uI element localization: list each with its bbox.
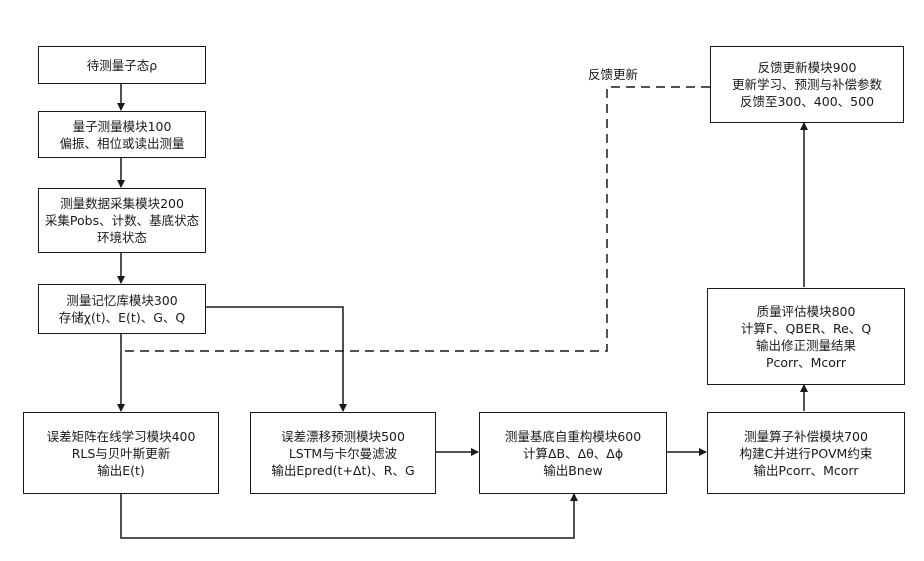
node-200-data-acquisition: 测量数据采集模块200 采集Pobs、计数、基底状态 环境状态	[38, 188, 206, 253]
node-600-line-1: 测量基底自重构模块600	[505, 428, 641, 445]
node-500-line-2: LSTM与卡尔曼滤波	[289, 445, 397, 462]
node-900-line-2: 更新学习、预测与补偿参数	[732, 76, 882, 93]
node-800-quality-evaluation: 质量评估模块800 计算F、QBER、Re、Q 输出修正测量结果 Pcorr、M…	[707, 288, 905, 385]
node-900-feedback-update: 反馈更新模块900 更新学习、预测与补偿参数 反馈至300、400、500	[710, 46, 904, 123]
node-700-operator-compensation: 测量算子补偿模块700 构建C并进行POVM约束 输出Pcorr、Mcorr	[707, 412, 905, 494]
node-800-line-4: Pcorr、Mcorr	[766, 354, 846, 371]
node-200-line-1: 测量数据采集模块200	[60, 195, 184, 212]
node-700-line-2: 构建C并进行POVM约束	[740, 445, 873, 462]
feedback-dashed-line	[121, 87, 710, 351]
node-200-line-2: 采集Pobs、计数、基底状态	[45, 212, 199, 229]
node-quantum-state: 待测量子态ρ	[38, 46, 206, 84]
node-500-line-1: 误差漂移预测模块500	[281, 428, 405, 445]
feedback-update-label: 反馈更新	[588, 64, 638, 83]
node-600-line-2: 计算ΔB、Δθ、Δϕ	[523, 445, 623, 462]
node-500-line-3: 输出Epred(t+Δt)、R、G	[271, 462, 414, 479]
node-100-quantum-measurement: 量子测量模块100 偏振、相位或读出测量	[38, 111, 206, 158]
node-state-line-1: 待测量子态ρ	[87, 57, 157, 74]
node-500-drift-prediction: 误差漂移预测模块500 LSTM与卡尔曼滤波 输出Epred(t+Δt)、R、G	[250, 412, 436, 494]
node-400-line-1: 误差矩阵在线学习模块400	[47, 428, 196, 445]
node-400-line-2: RLS与贝叶斯更新	[72, 445, 171, 462]
node-100-line-2: 偏振、相位或读出测量	[59, 135, 184, 152]
node-900-line-1: 反馈更新模块900	[758, 59, 857, 76]
node-800-line-1: 质量评估模块800	[757, 303, 856, 320]
node-800-line-3: 输出修正测量结果	[756, 337, 856, 354]
arrow-300-to-500	[206, 307, 343, 411]
arrow-400-600-loop	[121, 494, 574, 538]
node-700-line-3: 输出Pcorr、Mcorr	[754, 462, 859, 479]
node-300-line-1: 测量记忆库模块300	[66, 292, 177, 309]
node-900-line-3: 反馈至300、400、500	[740, 93, 874, 110]
node-400-line-3: 输出E(t)	[97, 462, 145, 479]
node-400-error-matrix-learning: 误差矩阵在线学习模块400 RLS与贝叶斯更新 输出E(t)	[23, 412, 219, 494]
node-800-line-2: 计算F、QBER、Re、Q	[741, 320, 871, 337]
node-700-line-1: 测量算子补偿模块700	[744, 428, 868, 445]
node-600-line-3: 输出Bnew	[543, 462, 602, 479]
node-100-line-1: 量子测量模块100	[73, 118, 172, 135]
node-300-line-2: 存储χ(t)、E(t)、G、Q	[59, 309, 185, 326]
node-300-memory-bank: 测量记忆库模块300 存储χ(t)、E(t)、G、Q	[38, 284, 206, 334]
node-600-basis-reconstruction: 测量基底自重构模块600 计算ΔB、Δθ、Δϕ 输出Bnew	[479, 412, 667, 494]
node-200-line-3: 环境状态	[97, 229, 147, 246]
